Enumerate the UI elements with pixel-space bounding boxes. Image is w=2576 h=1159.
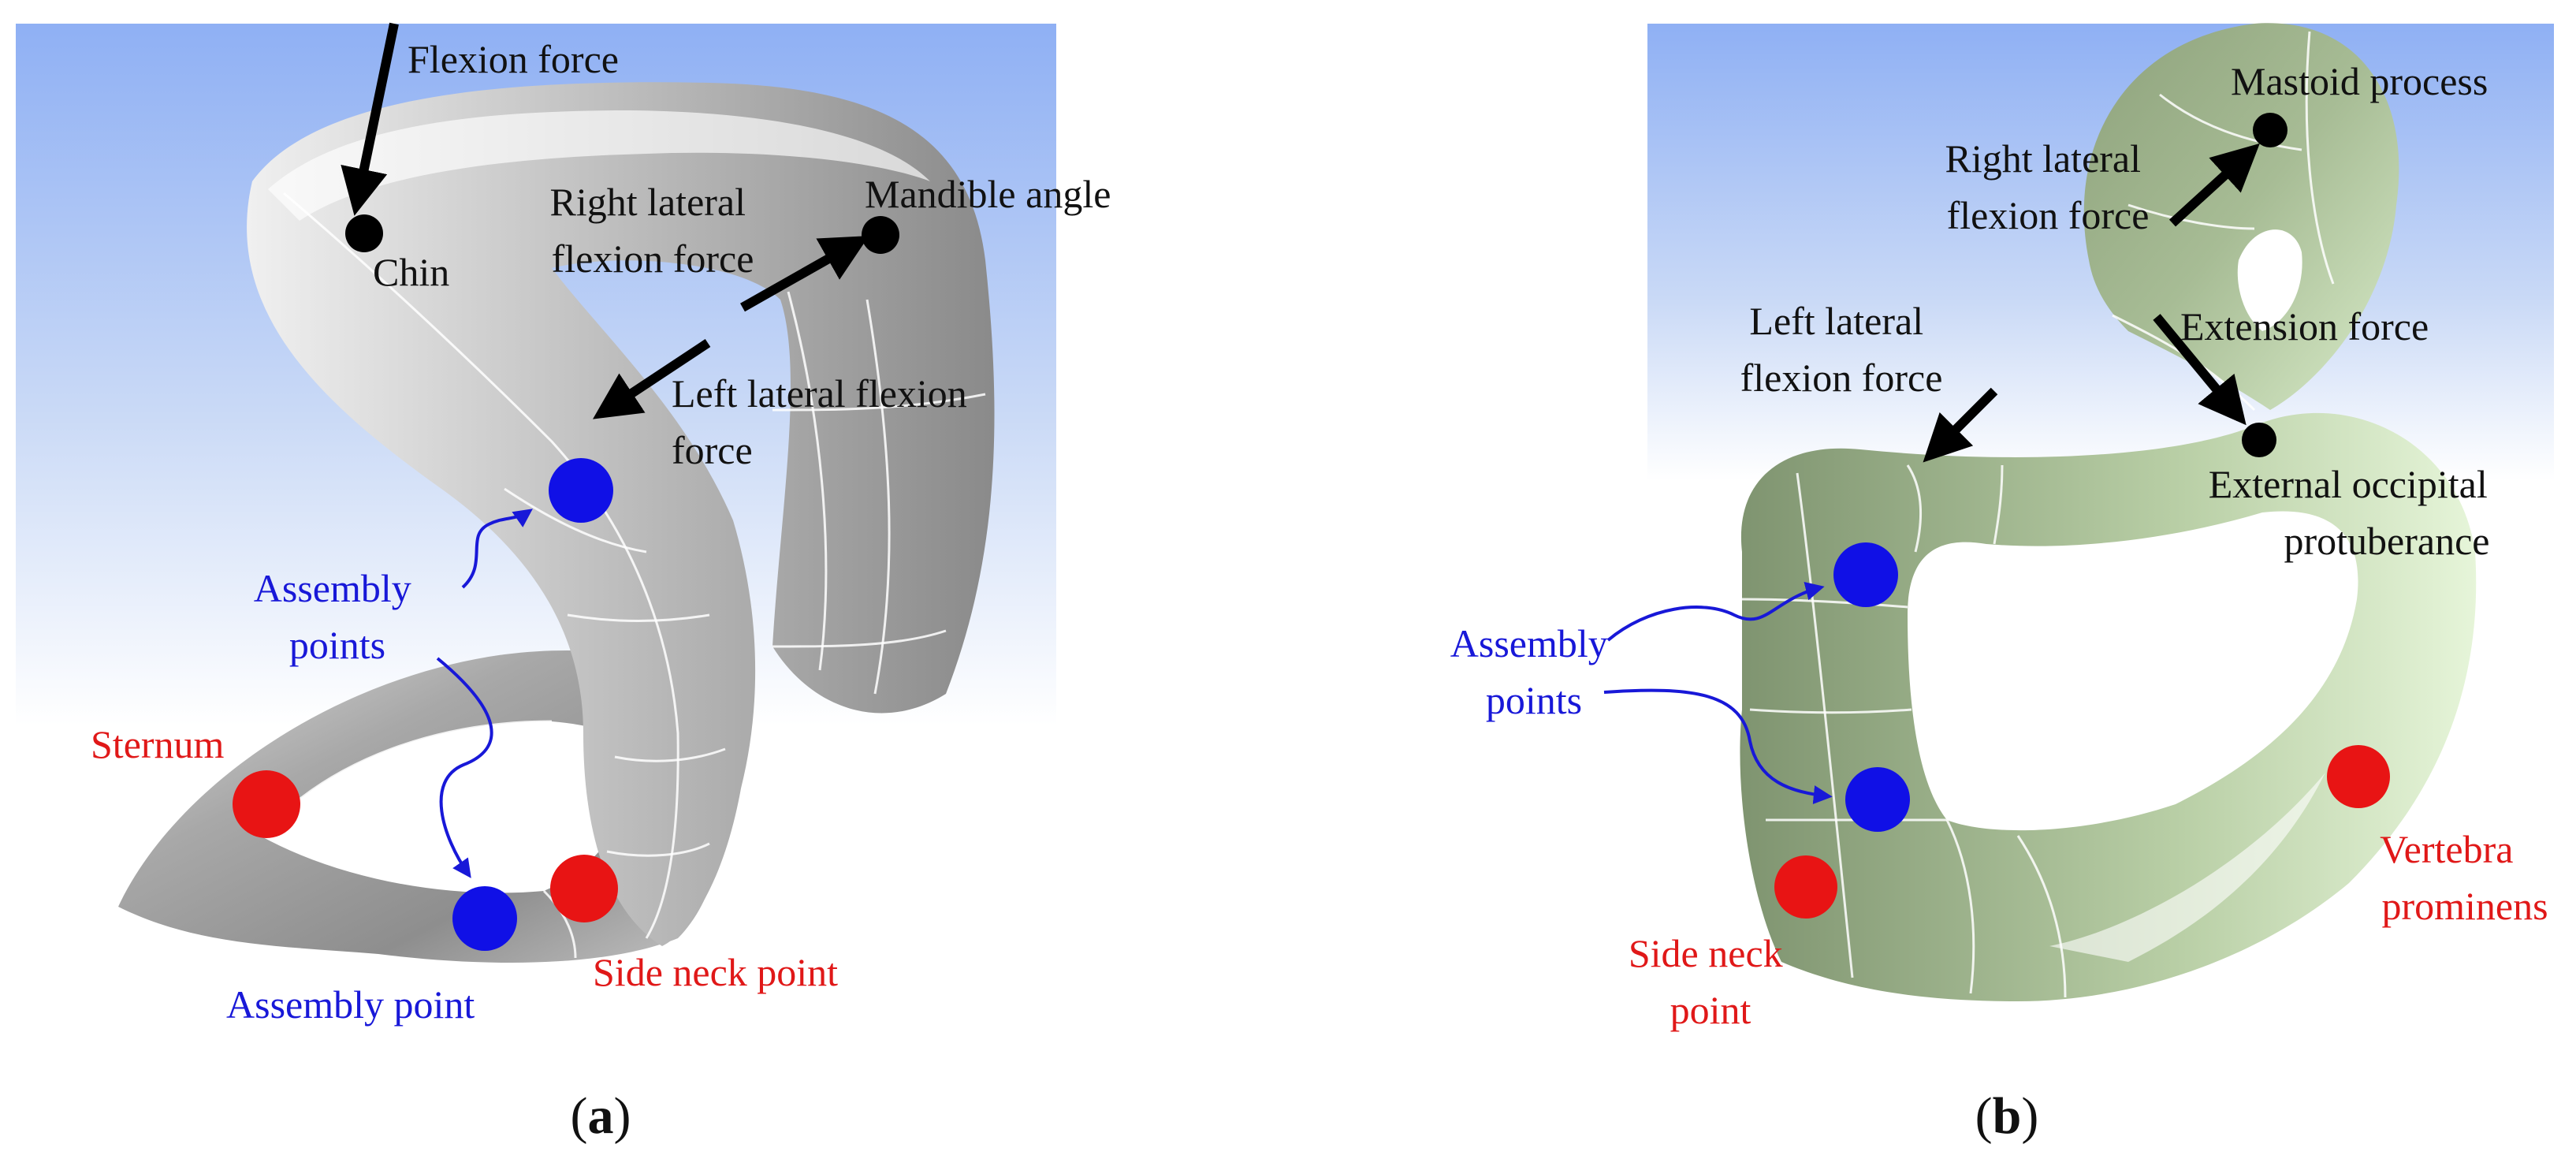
caption-a: (a) <box>571 1087 631 1145</box>
label-left-lateral-a: Left lateral flexion force <box>672 371 977 472</box>
label-sternum: Sternum <box>91 722 225 766</box>
leader-assembly-lower-b <box>1603 688 1833 805</box>
marker-assembly-upper-b <box>1833 542 1898 607</box>
arrow-left-lateral-a <box>592 338 711 419</box>
label-assembly-points-a: Assembly points <box>254 566 422 667</box>
leader-assembly-upper-a <box>461 509 533 589</box>
leader-assembly-upper-b <box>1606 582 1825 642</box>
label-flexion-force: Flexion force <box>408 37 619 81</box>
label-left-lateral-b: Left lateral flexion force <box>1740 299 1943 400</box>
label-assembly-points-b: Assembly points <box>1450 621 1618 722</box>
label-mastoid-process: Mastoid process <box>2231 59 2488 103</box>
panel-a: Flexion force Chin Right lateral flexion… <box>16 22 1111 1145</box>
label-extension-force: Extension force <box>2180 304 2429 348</box>
marker-assembly-lower-b <box>1845 767 1910 832</box>
marker-side-neck-b <box>1774 855 1837 919</box>
label-assembly-point-a: Assembly point <box>226 982 475 1027</box>
arrow-left-lateral-b <box>1923 387 1998 463</box>
arrow-right-lateral-a <box>740 236 869 312</box>
marker-chin <box>345 214 383 252</box>
label-chin: Chin <box>373 250 449 294</box>
leader-assembly-lower-a <box>436 657 493 878</box>
marker-mandible-angle <box>862 216 899 254</box>
marker-assembly-upper-a <box>549 458 613 523</box>
collar-b <box>1740 23 2477 1001</box>
label-side-neck-point-b: Side neck point <box>1629 931 1792 1032</box>
marker-mastoid-process <box>2253 113 2288 147</box>
label-vertebra-prominens: Vertebra prominens <box>2380 827 2548 928</box>
panel-b: Mastoid process Right lateral flexion fo… <box>1450 23 2554 1145</box>
caption-b: (b) <box>1975 1087 2039 1145</box>
label-mandible-angle: Mandible angle <box>865 172 1111 216</box>
label-right-lateral-a: Right lateral flexion force <box>549 180 755 281</box>
marker-side-neck-a <box>550 855 618 922</box>
label-external-occipital: External occipital protuberance <box>2209 462 2498 563</box>
arrow-right-lateral-b <box>2168 143 2260 227</box>
arrow-flexion-force <box>341 22 399 216</box>
marker-external-occipital <box>2242 423 2276 457</box>
marker-assembly-lower-a <box>452 886 517 951</box>
label-side-neck-point-a: Side neck point <box>593 950 838 994</box>
marker-sternum <box>233 770 300 838</box>
arrow-extension-force <box>2153 314 2247 426</box>
marker-vertebra-prominens <box>2327 745 2390 808</box>
label-right-lateral-b: Right lateral flexion force <box>1945 136 2150 237</box>
